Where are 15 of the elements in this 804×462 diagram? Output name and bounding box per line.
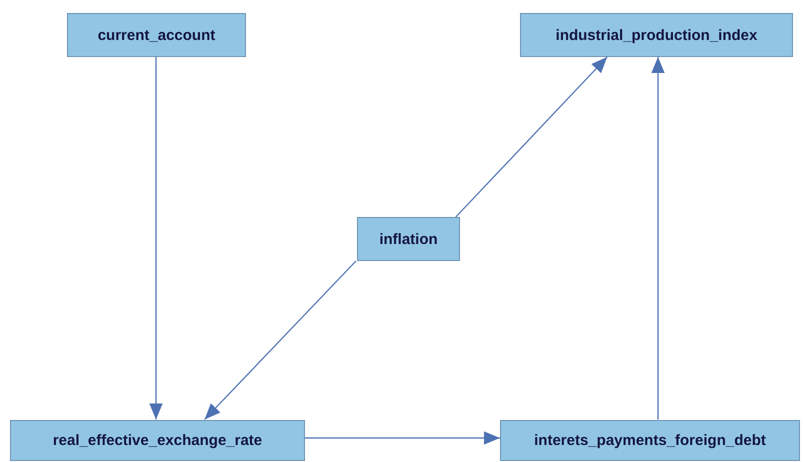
node-label: interets_payments_foreign_debt [534, 432, 766, 449]
variable-box [10, 420, 305, 461]
node-label: industrial_production_index [556, 26, 758, 44]
node-label: real_effective_exchange_rate [52, 432, 262, 449]
variable-box [500, 420, 800, 461]
arrow [149, 57, 163, 420]
arrow [204, 260, 356, 420]
arrow [455, 56, 608, 218]
variable-box [357, 217, 460, 261]
node-label: inflation [379, 230, 438, 248]
arrow [304, 431, 500, 445]
arrow [651, 57, 665, 420]
node-label: current_account [98, 26, 216, 44]
variable-box [520, 13, 793, 57]
variable-box [67, 13, 246, 57]
